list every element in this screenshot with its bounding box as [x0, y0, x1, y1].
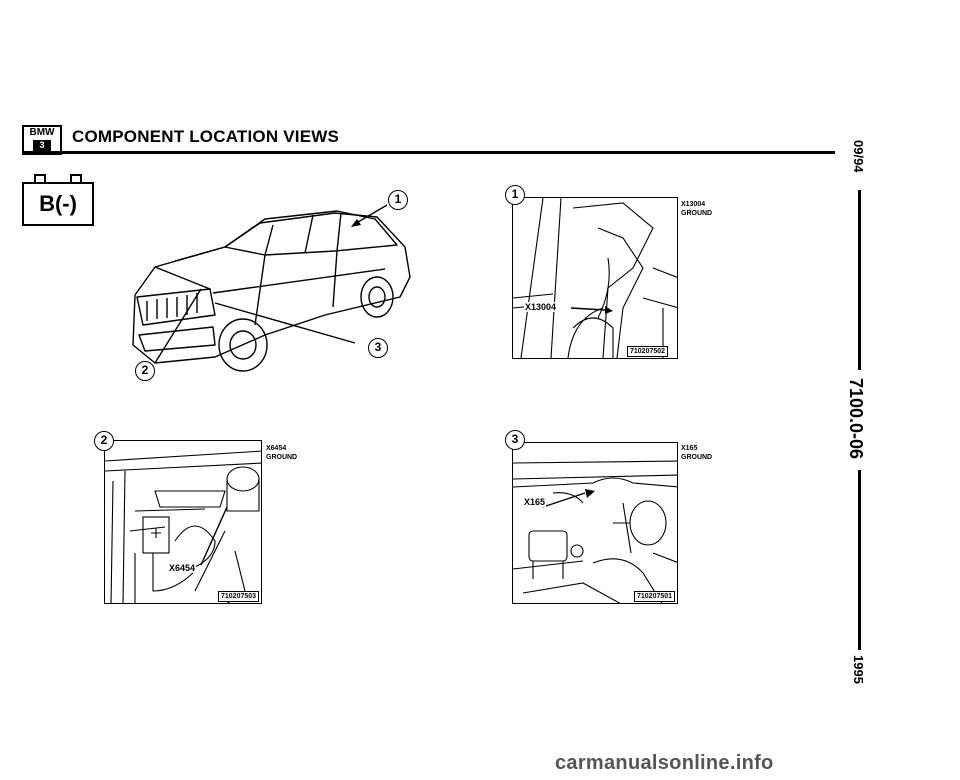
detail-1-connector-label: X13004: [524, 302, 558, 312]
detail-2-code: X6454: [266, 445, 287, 452]
detail-panel-3: [512, 442, 678, 604]
detail-1-desc: GROUND: [681, 210, 713, 217]
page-title: COMPONENT LOCATION VIEWS: [72, 127, 340, 146]
sidebar-line-1: [858, 190, 861, 370]
detail-callout-1: 1: [505, 185, 525, 205]
logo-brand: BMW: [29, 127, 55, 138]
detail-1-ref-number: 710207502: [627, 346, 669, 357]
detail-callout-2: 2: [94, 431, 114, 451]
detail-2-caption: X6454 GROUND: [266, 444, 297, 462]
header-rule: [22, 151, 835, 154]
detail-1-illustration: [513, 198, 677, 358]
bmw-3-logo: BMW 3: [22, 125, 62, 155]
sidebar-line-2: [858, 470, 861, 650]
sidebar-doc-number: 7100.0-06: [846, 378, 866, 460]
detail-3-desc: GROUND: [681, 454, 713, 461]
car-overview-illustration: [132, 204, 411, 372]
logo-model: 3: [33, 140, 51, 151]
detail-callout-3: 3: [505, 430, 525, 450]
detail-3-code: X165: [681, 445, 698, 452]
overview-callout-1: 1: [388, 190, 408, 210]
detail-panel-1: [512, 197, 678, 359]
detail-1-caption: X13004 GROUND: [681, 200, 712, 218]
battery-post-left: [34, 174, 46, 182]
detail-2-ref-number: 710207503: [218, 591, 260, 602]
battery-ground-symbol: B(-): [22, 182, 94, 226]
detail-3-caption: X165 GROUND: [681, 444, 712, 462]
overview-callout-2: 2: [135, 361, 155, 381]
detail-panel-2: [104, 440, 262, 604]
sidebar-year: 1995: [851, 655, 866, 684]
detail-3-connector-label: X165: [523, 497, 547, 507]
detail-3-ref-number: 710207501: [634, 591, 676, 602]
detail-3-illustration: [513, 460, 677, 603]
sidebar-date: 09/94: [851, 140, 866, 173]
watermark-text: carmanualsonline.info: [555, 752, 774, 774]
detail-2-connector-label: X6454: [168, 563, 197, 573]
detail-1-code: X13004: [681, 201, 706, 208]
overview-callout-3: 3: [368, 338, 388, 358]
battery-post-right: [70, 174, 82, 182]
detail-2-desc: GROUND: [266, 454, 298, 461]
detail-2-illustration: [105, 450, 261, 603]
